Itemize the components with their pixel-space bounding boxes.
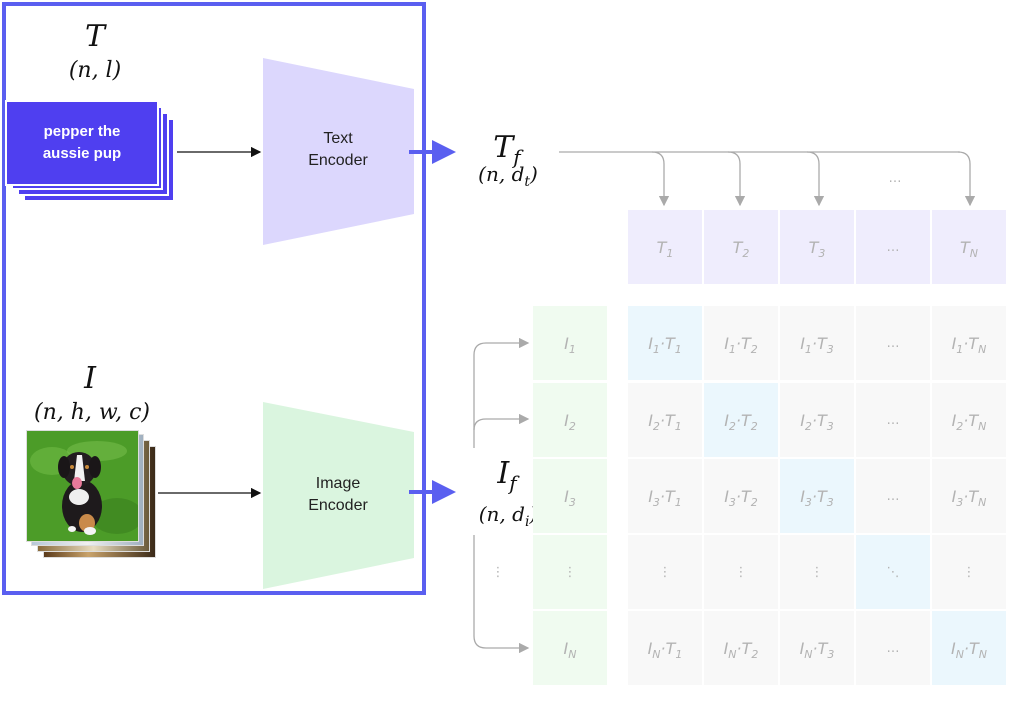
text-input-shape: (n, l) (68, 58, 122, 83)
arrow-to-i1 (473, 337, 530, 448)
similarity-cell: I3·TN (932, 459, 1006, 533)
encoder-frame (2, 2, 426, 595)
image-embedding-cell: I3 (533, 459, 607, 533)
text-embedding-cell: TN (932, 210, 1006, 284)
similarity-cell: I3·T1 (628, 459, 702, 533)
text-features-shape-prefix: (n, d (478, 162, 525, 186)
text-encoder-shape (263, 58, 414, 245)
text-features-shape: (n, dt) (458, 162, 558, 194)
similarity-cell: I2·T1 (628, 383, 702, 457)
similarity-cell: … (856, 611, 930, 685)
left-arrows-ellipsis: ⋮ (491, 564, 505, 580)
text-embedding-cell: … (856, 210, 930, 284)
caption-card: pepper the aussie pup (5, 100, 159, 186)
caption-line-2: aussie pup (42, 145, 122, 162)
similarity-cell: IN·T2 (704, 611, 778, 685)
similarity-cell: IN·T3 (780, 611, 854, 685)
similarity-cell: IN·T1 (628, 611, 702, 685)
image-encoder-label: Image Encoder (278, 473, 398, 517)
similarity-cell: I1·T2 (704, 306, 778, 380)
arrow-to-t1 (651, 151, 670, 207)
image-features-base: I (497, 456, 510, 491)
arrow-to-t2 (727, 151, 746, 207)
text-features-shape-suffix: ) (530, 162, 538, 186)
arrow-to-t3 (806, 151, 825, 207)
text-features-sub: f (513, 145, 521, 169)
arrow-to-in (473, 535, 530, 654)
similarity-cell: … (856, 306, 930, 380)
text-embedding-cell: T3 (780, 210, 854, 284)
image-features-shape-prefix: (n, d (478, 502, 525, 526)
arrow-to-tn (957, 151, 976, 207)
arrow-to-i2 (473, 413, 530, 431)
puppy-image-icon (27, 431, 138, 541)
text-encoder-label-line2: Encoder (308, 152, 368, 169)
similarity-cell: I1·TN (932, 306, 1006, 380)
image-features-shape-sub: i (524, 514, 530, 530)
similarity-cell-diagonal: IN·TN (932, 611, 1006, 685)
similarity-cell: ⋮ (932, 535, 1006, 609)
image-embedding-cell: I1 (533, 306, 607, 380)
similarity-cell-diagonal: I1·T1 (628, 306, 702, 380)
image-embedding-cell: I2 (533, 383, 607, 457)
image-embedding-cell: ⋮ (533, 535, 607, 609)
similarity-cell-diagonal: ⋱ (856, 535, 930, 609)
image-encoder-label-line2: Encoder (308, 497, 368, 514)
image-encoder-label-line1: Image (315, 475, 361, 492)
image-input-shape: (n, h, w, c) (33, 400, 150, 425)
image-encoder-shape (263, 402, 414, 589)
similarity-cell-diagonal: I2·T2 (704, 383, 778, 457)
similarity-cell: I1·T3 (780, 306, 854, 380)
text-encoder-label: Text Encoder (278, 128, 398, 172)
top-arrows-ellipsis: … (888, 170, 902, 186)
text-embedding-cell: T1 (628, 210, 702, 284)
image-input-symbol: I (84, 361, 96, 396)
caption-line-1: pepper the (43, 123, 121, 140)
similarity-cell: I2·T3 (780, 383, 854, 457)
puppy-photo (26, 430, 139, 542)
image-embedding-cell: IN (533, 611, 607, 685)
text-embedding-cell: T2 (704, 210, 778, 284)
similarity-cell: ⋮ (780, 535, 854, 609)
similarity-cell: … (856, 383, 930, 457)
similarity-cell: I2·TN (932, 383, 1006, 457)
text-input-symbol: T (84, 19, 105, 54)
text-features-shape-sub: t (524, 174, 531, 190)
similarity-cell: ⋮ (704, 535, 778, 609)
similarity-cell: I3·T2 (704, 459, 778, 533)
text-encoder-label-line1: Text (323, 130, 353, 147)
similarity-cell: … (856, 459, 930, 533)
similarity-cell: ⋮ (628, 535, 702, 609)
text-features-base: T (493, 130, 514, 165)
image-features-sub: f (509, 471, 517, 495)
text-features-symbol: Tf (462, 132, 552, 173)
similarity-cell-diagonal: I3·T3 (780, 459, 854, 533)
image-features-symbol: If (462, 458, 552, 499)
